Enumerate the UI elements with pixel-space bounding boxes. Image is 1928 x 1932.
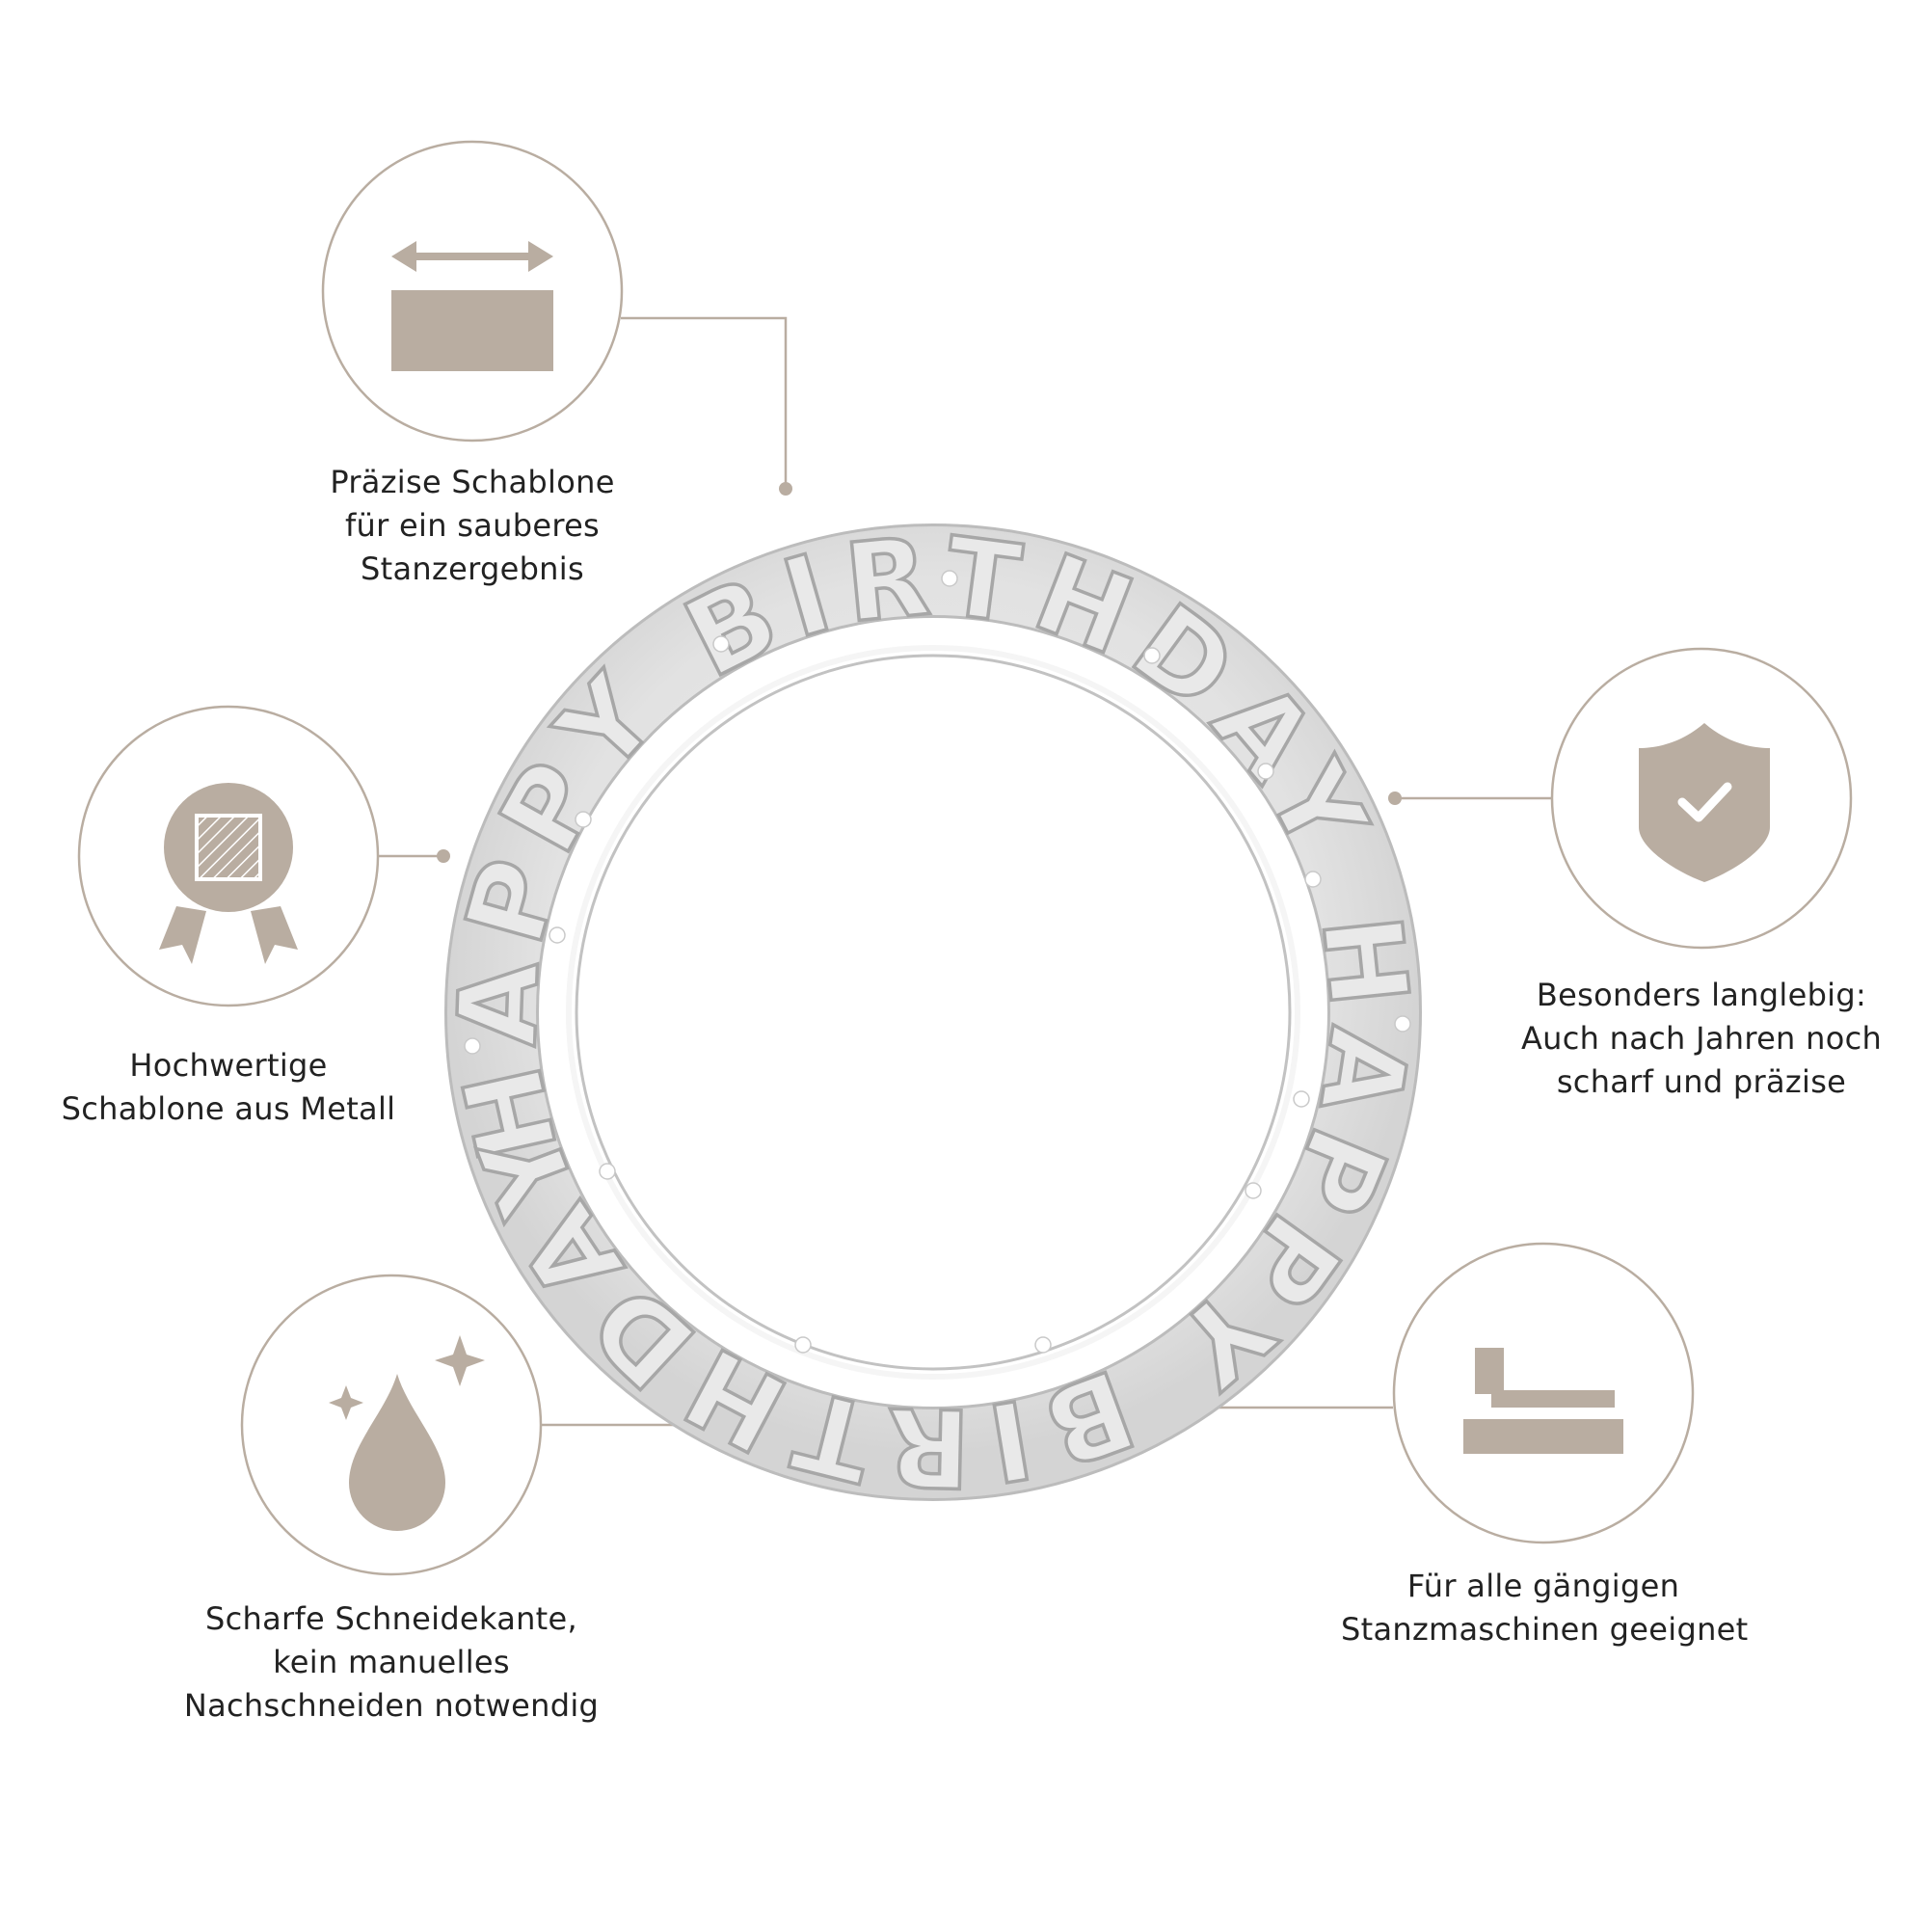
caption-line: Auch nach Jahren noch	[1520, 1020, 1883, 1057]
caption-machines: Für alle gängigen Stanzmaschinen geeigne…	[1341, 1565, 1749, 1651]
caption-line: Stanzergebnis	[361, 550, 584, 587]
caption-sharp-edge: Scharfe Schneidekante, kein manuelles Na…	[179, 1597, 603, 1728]
caption-line: Schablone aus Metall	[61, 1090, 396, 1127]
caption-line: kein manuelles	[273, 1644, 510, 1680]
press-machine-icon	[1463, 1348, 1623, 1454]
caption-line: Hochwertige	[129, 1047, 328, 1084]
caption-durable: Besonders langlebig: Auch nach Jahren no…	[1499, 974, 1904, 1104]
quality-badge-icon	[159, 783, 298, 964]
drop-sparkle-icon	[329, 1335, 485, 1531]
caption-precise-template: Präzise Schablone für ein sauberes Stanz…	[280, 461, 665, 591]
caption-line: Für alle gängigen	[1406, 1568, 1680, 1604]
die-holes	[464, 570, 1411, 1354]
caption-line: scharf und präzise	[1556, 1063, 1847, 1100]
caption-line: Scharfe Schneidekante,	[205, 1600, 577, 1637]
caption-line: Nachschneiden notwendig	[183, 1687, 600, 1724]
caption-line: Besonders langlebig:	[1536, 977, 1867, 1013]
caption-metal-template: Hochwertige Schablone aus Metall	[36, 1044, 421, 1131]
caption-line: für ein sauberes	[344, 507, 601, 544]
width-arrow-rectangle-icon	[391, 241, 553, 371]
shield-check-icon	[1639, 723, 1770, 882]
connector-top-left	[621, 316, 788, 487]
caption-line: Stanzmaschinen geeignet	[1341, 1611, 1749, 1648]
caption-line: Präzise Schablone	[330, 464, 615, 500]
connector-lines	[379, 316, 1552, 1427]
